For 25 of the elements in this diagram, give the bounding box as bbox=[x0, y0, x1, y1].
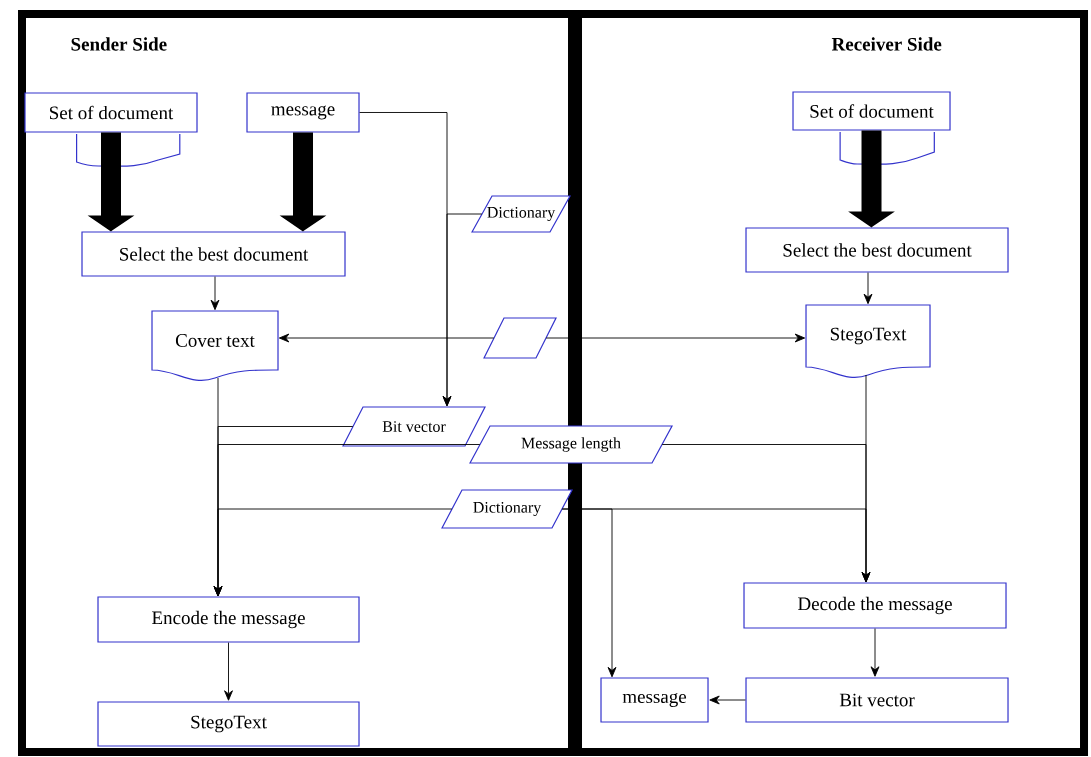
arrow bbox=[709, 695, 746, 705]
process-box: message bbox=[246, 92, 360, 133]
arrow bbox=[213, 508, 453, 597]
process-box: message bbox=[600, 677, 709, 723]
arrow bbox=[210, 276, 220, 311]
arrow bbox=[224, 642, 233, 701]
process-box: StegoText bbox=[97, 701, 360, 747]
data-parallelogram: Bit vector bbox=[342, 406, 486, 447]
process-box: Encode the message bbox=[97, 596, 360, 643]
process-box: Select the best document bbox=[81, 231, 346, 277]
arrow bbox=[442, 213, 483, 407]
data-parallelogram: Message length bbox=[469, 425, 673, 464]
data-parallelogram: Dictionary bbox=[471, 195, 572, 233]
process-box: Bit vector bbox=[745, 677, 1009, 723]
arrow bbox=[870, 628, 880, 677]
arrow bbox=[545, 333, 806, 343]
process-box: Decode the message bbox=[743, 582, 1007, 629]
arrow bbox=[561, 508, 617, 678]
arrow bbox=[278, 333, 495, 343]
document-stack: Set of document bbox=[792, 91, 951, 165]
arrow bbox=[863, 272, 873, 305]
process-box: Select the best document bbox=[745, 227, 1009, 273]
data-parallelogram: Dictionary bbox=[441, 489, 573, 529]
document-stack: Set of document bbox=[24, 92, 198, 167]
data-parallelogram bbox=[483, 317, 557, 359]
